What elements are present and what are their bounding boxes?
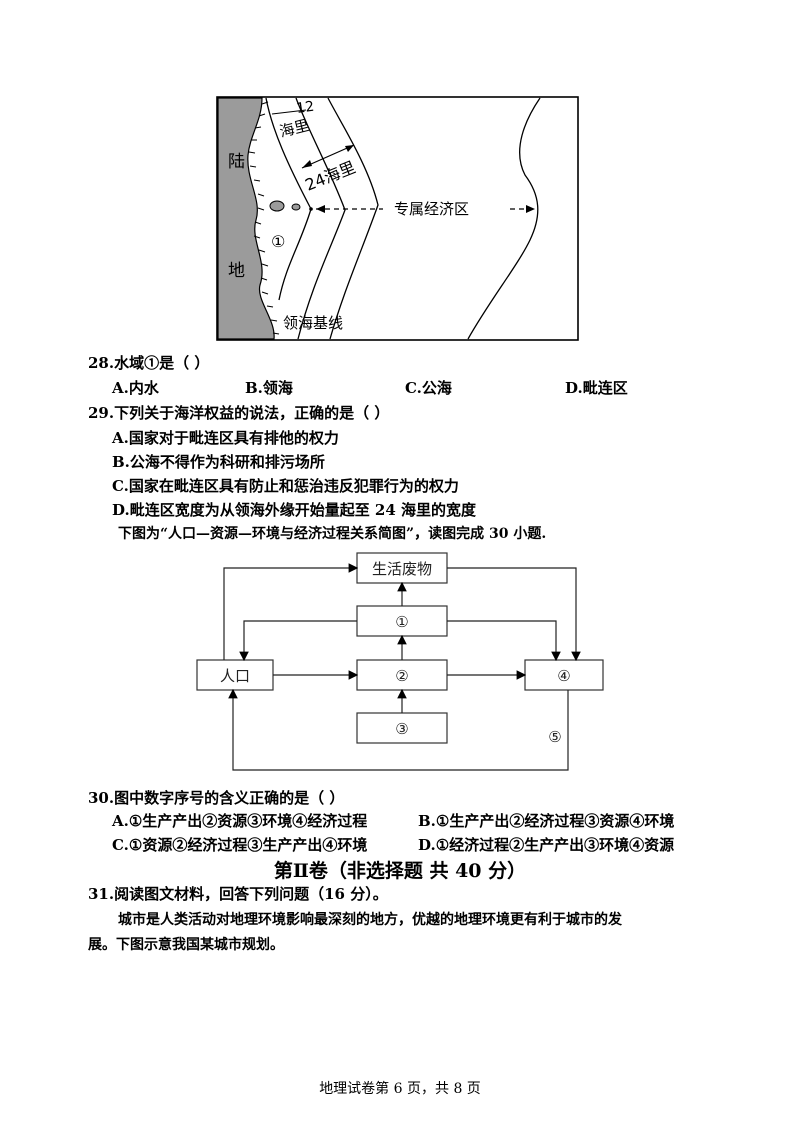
population-resource-environment-diagram: 生活废物 ① ② ③ 人口 ④ ⑤ <box>196 552 604 771</box>
population-label: 人口 <box>220 667 250 685</box>
arrow-4-to-population <box>228 688 569 771</box>
box-1 <box>356 605 448 637</box>
territorial-sea-outer-line <box>295 97 346 340</box>
arrow-waste-to-4 <box>447 567 581 662</box>
q30-option-c[interactable]: C.①资源②经济过程③生产产出④环境 <box>112 836 368 854</box>
q28-option-b[interactable]: B.领海 <box>245 379 293 397</box>
q29-stem: 29.下列关于海洋权益的说法，正确的是（ ） <box>88 404 390 422</box>
box-4 <box>524 659 604 691</box>
map-frame <box>216 96 579 341</box>
q30-intro: 下图为“人口—资源—环境与经济过程关系简图”，读图完成 30 小题. <box>118 526 547 542</box>
q31-material-line-2: 展。下图示意我国某城市规划。 <box>88 937 284 953</box>
coastline-hatch <box>248 101 280 335</box>
q30-option-a[interactable]: A.①生产产出②资源③环境④经济过程 <box>112 812 368 830</box>
island <box>291 203 301 211</box>
measure-12-line <box>271 109 307 115</box>
eez-outer-line <box>467 97 541 340</box>
q30-option-b[interactable]: B.①生产产出②经济过程③资源④环境 <box>418 812 675 830</box>
box-3 <box>356 712 448 744</box>
q29-option-d[interactable]: D.毗连区宽度为从领海外缘开始量起至 24 海里的宽度 <box>112 501 477 519</box>
box-3-label: ③ <box>395 720 408 738</box>
q28-stem: 28.水域①是（ ） <box>88 354 210 372</box>
arrow-1-to-4 <box>447 620 561 662</box>
arrow-population-to-waste <box>223 563 359 660</box>
arrow-head <box>316 205 325 213</box>
q28-option-c[interactable]: C.公海 <box>405 379 452 397</box>
zone-1-label: ① <box>271 232 285 251</box>
land-area <box>217 97 275 340</box>
land-label-2: 地 <box>228 261 245 281</box>
q31-stem: 31.阅读图文材料，回答下列问题（16 分）。 <box>88 885 388 903</box>
maritime-zones-map: 陆 地 12 海里 24海里 专属经济区 ① 领海基线 <box>216 96 579 341</box>
land-label-1: 陆 <box>228 152 245 172</box>
q31-material-line-1: 城市是人类活动对地理环境影响最深刻的地方，优越的地理环境更有利于城市的发 <box>118 912 622 928</box>
arrow-1-to-population <box>239 620 357 662</box>
q29-option-c[interactable]: C.国家在毗连区具有防止和惩治违反犯罪行为的权力 <box>112 477 459 495</box>
q28-option-d[interactable]: D.毗连区 <box>565 379 628 397</box>
measure-12-label: 12 <box>295 99 315 117</box>
page-footer: 地理试卷第 6 页，共 8 页 <box>319 1081 481 1097</box>
island <box>269 200 285 212</box>
territorial-baseline <box>265 97 312 301</box>
arrow-head <box>302 160 312 168</box>
q30-option-d[interactable]: D.①经济过程②生产产出③环境④资源 <box>418 836 675 854</box>
q30-stem: 30.图中数字序号的含义正确的是（ ） <box>88 789 345 807</box>
eez-label: 专属经济区 <box>394 200 469 218</box>
arrow-head <box>345 145 354 152</box>
box-2-label: ② <box>395 667 408 685</box>
arrow-head <box>526 205 535 213</box>
q29-option-a[interactable]: A.国家对于毗连区具有排他的权力 <box>112 429 339 447</box>
waste-label: 生活废物 <box>372 560 432 578</box>
box-1-label: ① <box>395 613 408 631</box>
arrow-5-label: ⑤ <box>548 728 561 746</box>
baseline-label: 领海基线 <box>283 314 343 332</box>
box-4-label: ④ <box>557 667 570 685</box>
q29-option-b[interactable]: B.公海不得作为科研和排污场所 <box>112 453 325 471</box>
section-2-title: 第Ⅱ卷（非选择题 共 40 分） <box>273 860 527 882</box>
contiguous-zone-outer-line <box>327 97 379 340</box>
q28-option-a[interactable]: A.内水 <box>112 379 159 397</box>
